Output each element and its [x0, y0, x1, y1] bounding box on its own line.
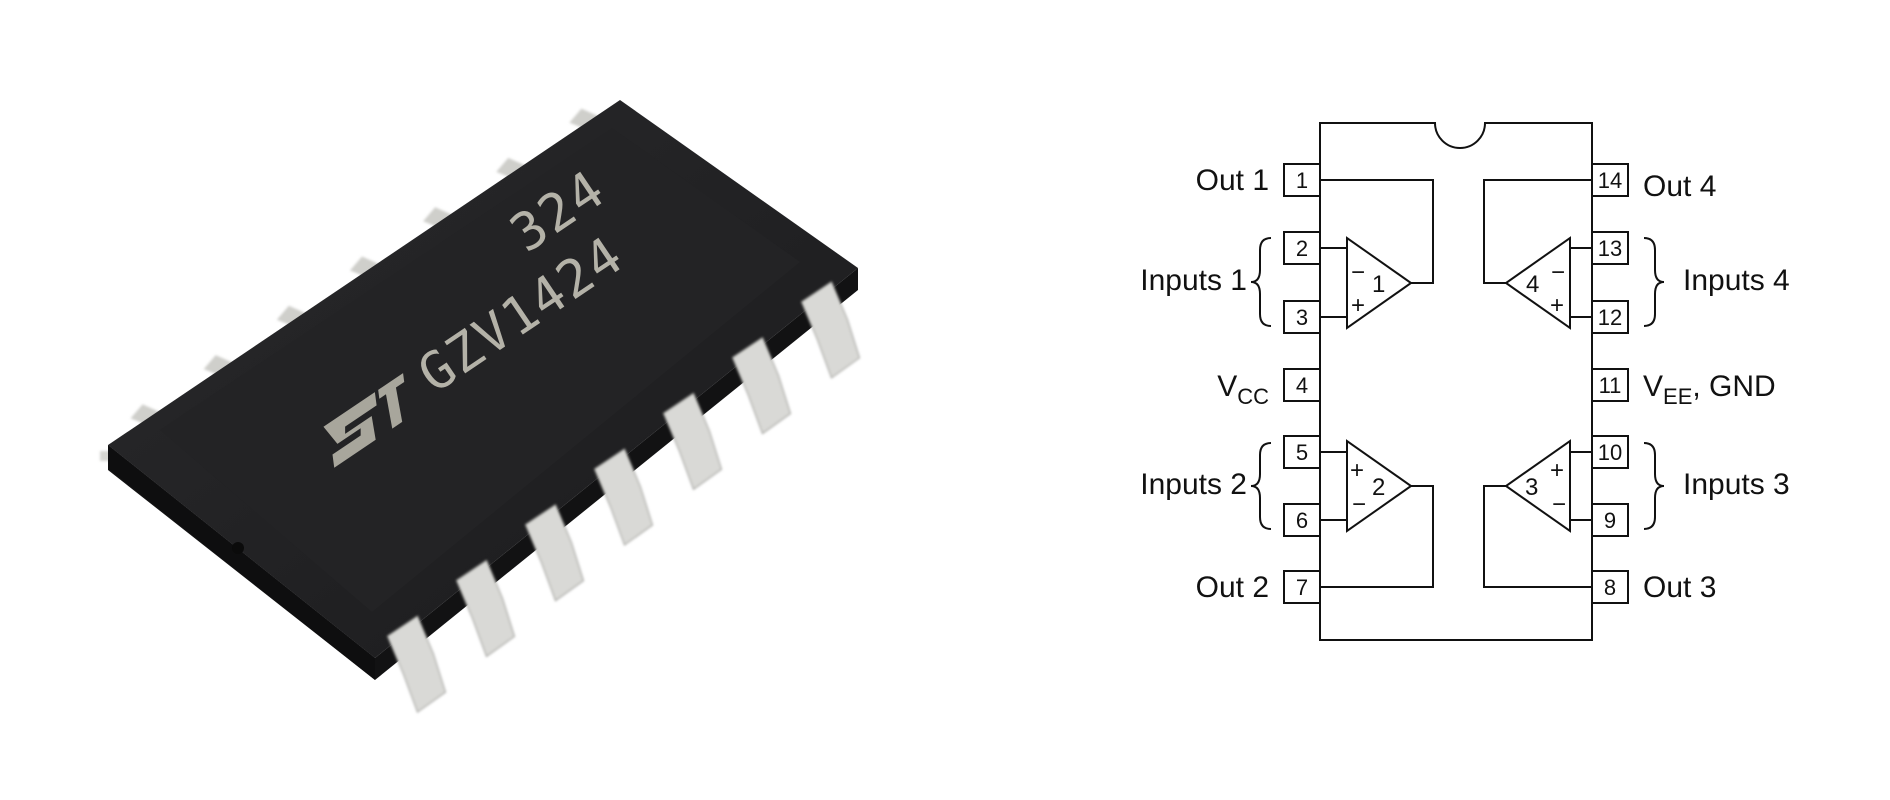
pin-box-6 — [1283, 503, 1321, 537]
amp3-label: 3 — [1525, 474, 1538, 501]
chip-lead-front-4 — [593, 448, 654, 546]
pin1-dot — [232, 542, 244, 554]
front-leads — [386, 281, 861, 713]
pin-number-1: 1 — [1296, 168, 1308, 193]
pin-number-6: 6 — [1296, 508, 1308, 533]
amp4-label: 4 — [1526, 271, 1539, 298]
st-logo-icon — [323, 373, 405, 468]
chip-end-tab-1 — [100, 451, 114, 461]
label-inputs-4: Inputs 4 — [1683, 264, 1790, 297]
amp2-top-sign: + — [1350, 457, 1364, 484]
chip-lead-front-1 — [386, 615, 447, 713]
amp1-bottom-sign: + — [1351, 292, 1365, 319]
brace-inputs-3 — [1643, 442, 1665, 530]
label-out-1: Out 1 — [1196, 164, 1269, 197]
amplifier-2: + − 2 — [1346, 439, 1413, 533]
amp1-top-sign: − — [1351, 259, 1365, 286]
chip-lead-front-3 — [524, 503, 585, 602]
amplifier-1: − + 1 — [1346, 236, 1413, 330]
pin-number-9: 9 — [1604, 508, 1616, 533]
label-vee-suffix: , GND — [1692, 370, 1775, 403]
brace-inputs-2 — [1250, 442, 1272, 530]
chip-lead-front-6 — [731, 336, 792, 435]
pin-number-12: 12 — [1598, 305, 1622, 330]
label-vcc: VCC — [1217, 370, 1269, 409]
label-vee-sub: EE — [1663, 384, 1692, 409]
label-out-4: Out 4 — [1643, 170, 1716, 203]
pin-number-5: 5 — [1296, 440, 1308, 465]
amplifier-3: + − 3 — [1504, 439, 1571, 533]
pin-number-3: 3 — [1296, 305, 1308, 330]
label-out-3: Out 3 — [1643, 571, 1716, 604]
chip-top-bevel — [160, 128, 800, 612]
amp4-bottom-sign: + — [1550, 292, 1564, 319]
chip-lead-front-2 — [455, 559, 516, 658]
label-vcc-main: V — [1217, 370, 1237, 403]
pin-number-14: 14 — [1598, 168, 1622, 193]
label-inputs-1: Inputs 1 — [1140, 264, 1247, 297]
brace-inputs-1 — [1250, 237, 1272, 327]
pin-box-3 — [1283, 300, 1321, 334]
pin-number-8: 8 — [1604, 575, 1616, 600]
pin-box-4 — [1283, 368, 1321, 402]
label-vee-gnd: VEE, GND — [1643, 370, 1776, 409]
amp1-label: 1 — [1372, 271, 1385, 298]
pin-number-2: 2 — [1296, 236, 1308, 261]
chip-lead-front-5 — [662, 392, 723, 491]
pin-number-10: 10 — [1598, 440, 1622, 465]
pin-box-1 — [1283, 163, 1321, 197]
package-outline — [1319, 122, 1593, 641]
pin-number-4: 4 — [1296, 373, 1308, 398]
chip-photo: 324 GZV1424 — [100, 100, 861, 713]
pin-box-10 — [1591, 435, 1629, 469]
pin-number-7: 7 — [1296, 575, 1308, 600]
pin-box-11 — [1591, 368, 1629, 402]
chip-body-front — [108, 445, 375, 680]
label-vee-main: V — [1643, 370, 1663, 403]
amp2-label: 2 — [1372, 474, 1385, 501]
amp3-top-sign: + — [1550, 457, 1564, 484]
amp2-bottom-sign: − — [1352, 491, 1366, 518]
label-inputs-2: Inputs 2 — [1140, 468, 1247, 501]
amplifier-4: − + 4 — [1504, 236, 1571, 330]
amp4-top-sign: − — [1551, 259, 1565, 286]
label-out-2: Out 2 — [1196, 571, 1269, 604]
brace-inputs-4 — [1643, 237, 1665, 327]
pin-box-7 — [1283, 570, 1321, 604]
label-inputs-3: Inputs 3 — [1683, 468, 1790, 501]
amp3-bottom-sign: − — [1552, 491, 1566, 518]
internal-wiring — [1320, 179, 1592, 588]
label-vcc-sub: CC — [1237, 384, 1269, 409]
pin-number-13: 13 — [1598, 236, 1622, 261]
pin-number-11: 11 — [1599, 373, 1622, 398]
chip-lead-front-7 — [800, 281, 861, 379]
